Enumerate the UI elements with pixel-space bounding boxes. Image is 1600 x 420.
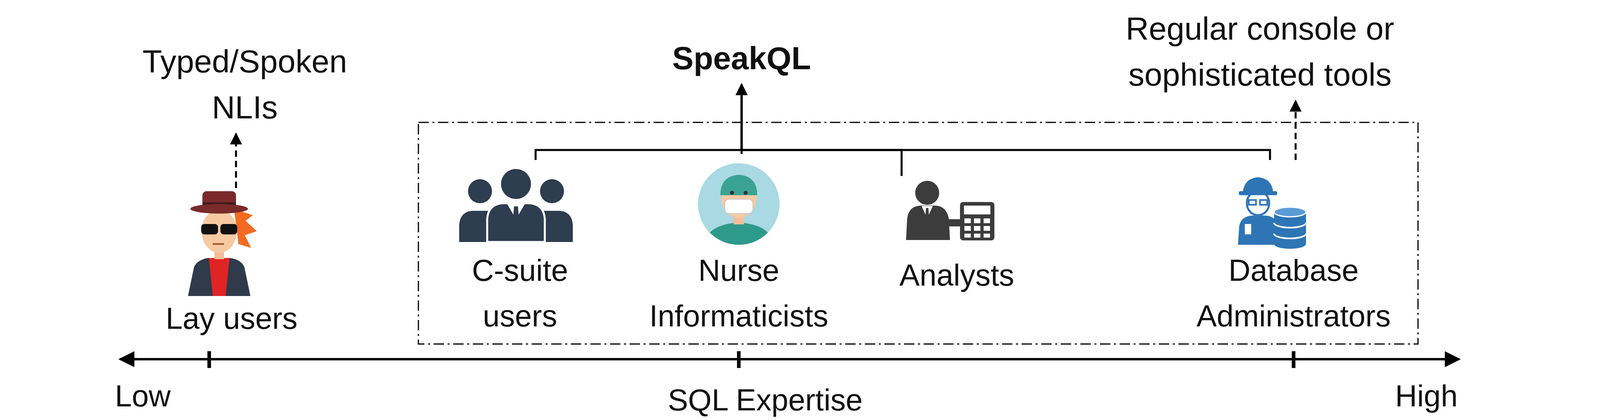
cap bbox=[720, 174, 758, 196]
body bbox=[906, 205, 950, 240]
lay-user-icon bbox=[188, 191, 257, 296]
node-text: Analysts bbox=[888, 252, 1025, 298]
body bbox=[542, 210, 573, 242]
hat-brim bbox=[190, 204, 248, 214]
body bbox=[1238, 215, 1278, 245]
axis-end-label: High bbox=[1395, 377, 1458, 414]
calculator-screen bbox=[964, 205, 991, 215]
eye bbox=[730, 190, 734, 195]
tie bbox=[512, 206, 520, 234]
glasses bbox=[1248, 200, 1256, 205]
scrubs bbox=[704, 222, 774, 246]
brace-connector bbox=[741, 84, 902, 176]
node-text: Regular console or sophisticated tools bbox=[1112, 5, 1408, 98]
analyst-icon bbox=[906, 180, 995, 241]
axis-title: SQL Expertise bbox=[667, 381, 863, 418]
mouth bbox=[212, 243, 224, 245]
head bbox=[468, 179, 492, 204]
hard-hat bbox=[1242, 177, 1274, 192]
c-suite-icon bbox=[459, 168, 573, 242]
jacket bbox=[188, 258, 251, 296]
body bbox=[459, 210, 490, 242]
persona: Nurse Informaticists bbox=[642, 154, 835, 339]
brace-connector bbox=[535, 84, 742, 160]
tool-note: Regular console or sophisticated tools bbox=[1112, 5, 1408, 98]
hair bbox=[234, 208, 257, 248]
persona: Database Administrators bbox=[1189, 160, 1398, 339]
persona: Analysts bbox=[888, 176, 1025, 298]
head bbox=[540, 179, 564, 204]
dashed-arrow bbox=[235, 133, 238, 188]
shirt bbox=[208, 258, 230, 296]
expertise-axis bbox=[120, 351, 1460, 368]
node-text: Lay users bbox=[155, 295, 308, 342]
body bbox=[487, 203, 545, 242]
persona: C-suite users bbox=[452, 160, 588, 339]
hat-brim bbox=[1238, 191, 1278, 196]
persona: Lay users bbox=[155, 188, 308, 342]
tie bbox=[924, 208, 930, 230]
brace-connector bbox=[741, 84, 1270, 160]
head bbox=[915, 180, 940, 205]
node-text: Nurse Informaticists bbox=[642, 247, 835, 339]
calculator-keys bbox=[964, 218, 990, 238]
nurse-icon bbox=[698, 163, 780, 246]
axis-tick bbox=[1292, 351, 1296, 368]
axis-end-label: Low bbox=[114, 377, 171, 414]
badge bbox=[1244, 224, 1252, 235]
database-ring bbox=[1274, 233, 1306, 239]
calculator bbox=[960, 202, 995, 241]
axis-tick bbox=[737, 351, 741, 368]
node-text: SpeakQL bbox=[641, 35, 842, 82]
database-ring bbox=[1274, 222, 1306, 228]
mask bbox=[724, 199, 753, 214]
sunglasses bbox=[201, 224, 218, 235]
sunglasses bbox=[220, 224, 238, 235]
dashed-arrow bbox=[1294, 100, 1297, 160]
database-top bbox=[1274, 207, 1306, 217]
database bbox=[1274, 239, 1306, 249]
system-name: SpeakQL bbox=[641, 35, 842, 82]
axis-tick bbox=[207, 351, 212, 368]
eye bbox=[743, 190, 748, 195]
group-box bbox=[418, 122, 1418, 344]
face bbox=[201, 209, 237, 253]
node-text: Typed/Spoken NLIs bbox=[124, 38, 365, 131]
dba-icon bbox=[1238, 177, 1306, 249]
interface-note: Typed/Spoken NLIs bbox=[124, 38, 365, 131]
node-text: C-suite users bbox=[452, 247, 588, 339]
glasses bbox=[1260, 200, 1268, 205]
node-text: Database Administrators bbox=[1189, 247, 1398, 339]
axis-line bbox=[120, 358, 1460, 361]
head bbox=[500, 168, 532, 200]
